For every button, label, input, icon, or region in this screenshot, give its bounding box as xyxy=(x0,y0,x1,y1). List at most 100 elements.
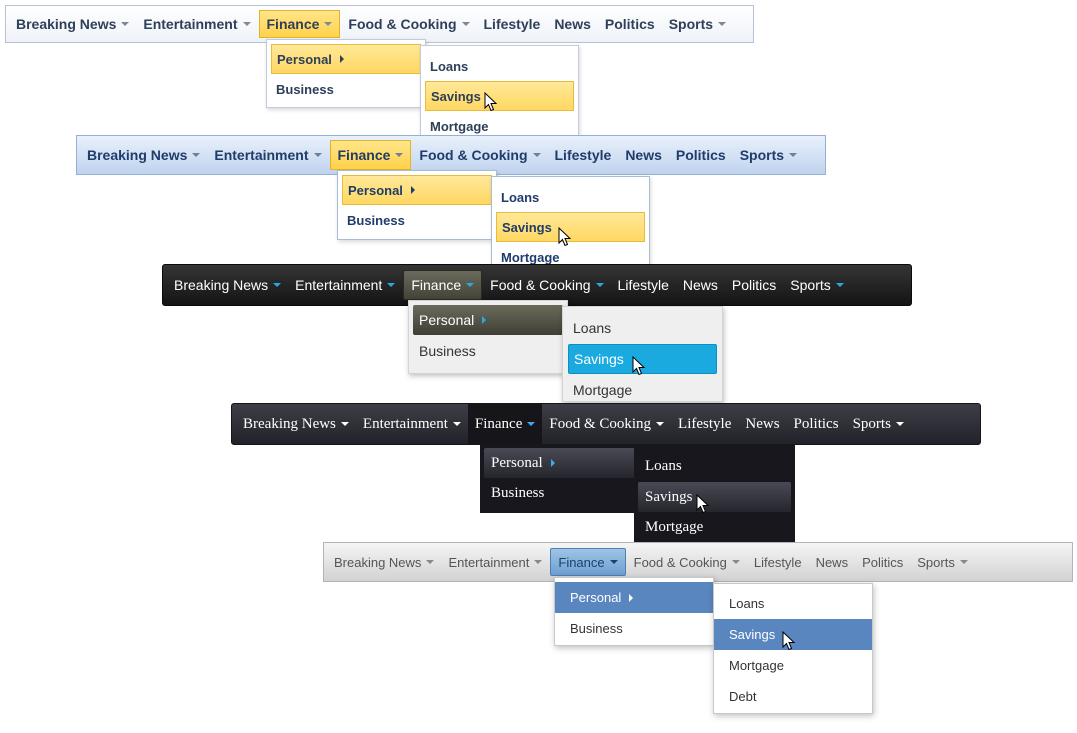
caret-down-icon xyxy=(340,422,349,426)
caret-down-icon xyxy=(313,153,322,157)
nav-politics[interactable]: Politics xyxy=(862,554,904,570)
nav-food-cooking[interactable]: Food & Cooking xyxy=(412,136,547,174)
nav-politics[interactable]: Politics xyxy=(604,16,655,32)
nav-lifestyle[interactable]: Lifestyle xyxy=(617,277,669,293)
nav-entertainment[interactable]: Entertainment xyxy=(136,6,257,42)
nav-news[interactable]: News xyxy=(815,554,849,570)
caret-down-icon xyxy=(789,153,798,157)
nav-sports[interactable]: Sports xyxy=(910,543,975,581)
menu-bar: Breaking News Entertainment Finance Food… xyxy=(323,542,1073,582)
nav-finance[interactable]: Finance xyxy=(403,270,483,300)
nav-politics[interactable]: Politics xyxy=(675,147,726,163)
menu-item-loans[interactable]: Loans xyxy=(501,189,540,205)
finance-dropdown: Personal Business xyxy=(480,444,640,513)
menu-item-mortgage[interactable]: Mortgage xyxy=(573,382,633,398)
nav-lifestyle[interactable]: Lifestyle xyxy=(554,147,612,163)
menu-item-loans[interactable]: Loans xyxy=(430,58,469,74)
caret-down-icon xyxy=(718,22,727,26)
menu-item-loans[interactable]: Loans xyxy=(573,320,612,336)
caret-right-icon xyxy=(629,593,634,602)
menu-item-loans[interactable]: Loans xyxy=(645,458,682,474)
nav-entertainment[interactable]: Entertainment xyxy=(288,265,402,305)
caret-down-icon xyxy=(452,422,461,426)
nav-breaking-news[interactable]: Breaking News xyxy=(327,543,441,581)
nav-news[interactable]: News xyxy=(625,147,662,163)
menu-bar: Breaking News Entertainment Finance Food… xyxy=(76,135,826,175)
menu-item-business[interactable]: Business xyxy=(347,212,405,228)
nav-food-cooking[interactable]: Food & Cooking xyxy=(542,404,671,444)
nav-breaking-news[interactable]: Breaking News xyxy=(80,136,207,174)
menu-item-business[interactable]: Business xyxy=(419,343,476,359)
caret-down-icon xyxy=(324,22,333,26)
menu-item-personal[interactable]: Personal xyxy=(413,305,563,335)
nav-sports[interactable]: Sports xyxy=(733,136,804,174)
finance-dropdown: Personal Business xyxy=(408,300,568,374)
nav-finance[interactable]: Finance xyxy=(329,140,412,170)
finance-dropdown: Personal Business xyxy=(266,39,426,108)
personal-dropdown: Loans Savings Mortgage xyxy=(420,45,579,137)
caret-down-icon xyxy=(242,22,251,26)
caret-down-icon xyxy=(609,560,618,564)
nav-food-cooking[interactable]: Food & Cooking xyxy=(341,6,476,42)
caret-down-icon xyxy=(595,283,604,287)
nav-food-cooking[interactable]: Food & Cooking xyxy=(627,543,747,581)
nav-sports[interactable]: Sports xyxy=(846,404,911,444)
menu-item-personal[interactable]: Personal xyxy=(484,448,636,478)
caret-down-icon xyxy=(656,422,665,426)
menu-item-savings[interactable]: Savings xyxy=(714,619,872,650)
finance-dropdown: Personal Business xyxy=(554,577,714,646)
nav-entertainment[interactable]: Entertainment xyxy=(356,404,468,444)
menu-item-savings[interactable]: Savings xyxy=(568,344,717,374)
nav-lifestyle[interactable]: Lifestyle xyxy=(678,415,732,432)
menu-item-debt[interactable]: Debt xyxy=(729,689,757,704)
nav-sports[interactable]: Sports xyxy=(783,265,850,305)
nav-entertainment[interactable]: Entertainment xyxy=(207,136,328,174)
personal-dropdown: Loans Savings Mortgage xyxy=(562,306,723,402)
caret-right-icon xyxy=(550,459,555,467)
menu-bar: Breaking News Entertainment Finance Food… xyxy=(162,264,912,306)
menu-item-business[interactable]: Business xyxy=(570,621,623,636)
nav-finance[interactable]: Finance xyxy=(258,10,341,38)
finance-dropdown: Personal Business xyxy=(337,170,497,240)
nav-entertainment[interactable]: Entertainment xyxy=(441,543,549,581)
nav-finance[interactable]: Finance xyxy=(467,404,543,444)
menu-item-savings[interactable]: Savings xyxy=(638,482,791,512)
menu-item-business[interactable]: Business xyxy=(276,81,334,97)
caret-down-icon xyxy=(527,422,536,426)
caret-down-icon xyxy=(387,283,396,287)
nav-lifestyle[interactable]: Lifestyle xyxy=(753,554,802,570)
caret-down-icon xyxy=(895,422,904,426)
personal-dropdown: Loans Savings Mortgage Debt xyxy=(713,583,873,714)
menu-item-personal[interactable]: Personal xyxy=(342,175,492,205)
caret-down-icon xyxy=(532,153,541,157)
caret-down-icon xyxy=(273,283,282,287)
caret-down-icon xyxy=(461,22,470,26)
menu-item-loans[interactable]: Loans xyxy=(729,596,765,611)
nav-news[interactable]: News xyxy=(554,16,591,32)
menu-item-mortgage[interactable]: Mortgage xyxy=(501,249,560,265)
menu-item-personal[interactable]: Personal xyxy=(271,44,421,74)
nav-breaking-news[interactable]: Breaking News xyxy=(167,265,288,305)
caret-down-icon xyxy=(959,560,968,564)
menu-item-savings[interactable]: Savings xyxy=(425,81,574,111)
nav-breaking-news[interactable]: Breaking News xyxy=(236,404,356,444)
menu-item-mortgage[interactable]: Mortgage xyxy=(729,658,784,673)
menu-item-business[interactable]: Business xyxy=(491,485,545,501)
nav-sports[interactable]: Sports xyxy=(662,6,733,42)
menu-item-mortgage[interactable]: Mortgage xyxy=(430,118,489,134)
nav-breaking-news[interactable]: Breaking News xyxy=(9,6,136,42)
nav-politics[interactable]: Politics xyxy=(731,277,777,293)
caret-down-icon xyxy=(192,153,201,157)
menu-item-personal[interactable]: Personal xyxy=(555,582,713,613)
menu-item-mortgage[interactable]: Mortgage xyxy=(645,519,704,535)
caret-down-icon xyxy=(835,283,844,287)
nav-politics[interactable]: Politics xyxy=(793,415,839,432)
nav-finance[interactable]: Finance xyxy=(550,548,626,576)
nav-news[interactable]: News xyxy=(745,415,780,432)
menu-item-savings[interactable]: Savings xyxy=(496,212,645,242)
nav-news[interactable]: News xyxy=(682,277,718,293)
menu-bar: Breaking News Entertainment Finance Food… xyxy=(5,5,754,43)
nav-lifestyle[interactable]: Lifestyle xyxy=(483,16,541,32)
nav-food-cooking[interactable]: Food & Cooking xyxy=(483,265,610,305)
caret-down-icon xyxy=(395,153,404,157)
